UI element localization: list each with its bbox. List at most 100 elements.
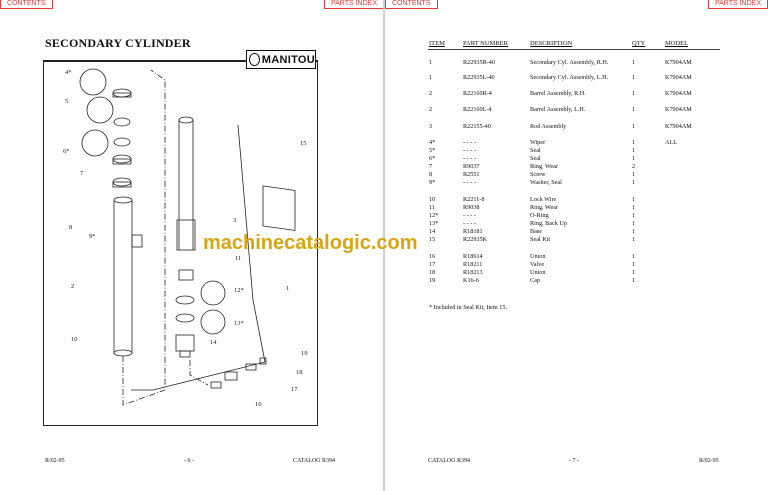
table-cell: Union [530, 253, 546, 260]
rod [175, 116, 226, 358]
table-cell: R9037 [463, 163, 480, 170]
table-cell: 2 [429, 90, 433, 97]
footer-rev: R/02-95 [45, 458, 65, 464]
exploded-diagram [79, 68, 296, 406]
callout-4-star: 4* [65, 69, 72, 76]
table-cell: Lock Wire [530, 196, 557, 203]
table-cell: 15 [429, 236, 436, 243]
table-cell: 1 [632, 253, 636, 260]
table-cell: Union [530, 269, 546, 276]
table-cell: 3 [429, 123, 433, 130]
table-cell: Secondary Cyl. Assembly, L.H. [530, 74, 609, 81]
table-cell: R22155-40 [463, 123, 491, 130]
table-cell: 1 [632, 147, 636, 154]
table-cell: Ring, Wear [530, 204, 558, 211]
table-cell: 1 [632, 220, 636, 227]
seal-kit-card [262, 185, 296, 231]
table-cell: Screw [530, 171, 546, 178]
table-cell: Wiper [530, 139, 546, 146]
callout-2: 2 [71, 283, 74, 290]
table-cell: R2211-8 [463, 196, 485, 203]
callout-19: 19 [301, 350, 308, 357]
table-cell: 1 [632, 236, 636, 243]
left-page: CONTENTS PARTS INDEX SECONDARY CYLINDER [0, 0, 384, 464]
header-rule [428, 49, 720, 50]
callout-7: 7 [80, 170, 84, 177]
callout-8: 8 [69, 224, 72, 231]
table-cell: 1 [632, 179, 636, 186]
table-cell: 8 [429, 171, 433, 178]
table-cell: R22935R-40 [463, 59, 495, 66]
table-cell: 1 [632, 139, 636, 146]
callout-17: 17 [291, 386, 298, 393]
parts-index-link[interactable]: PARTS INDEX [323, 0, 384, 9]
table-cell: R18211 [463, 261, 483, 268]
table-cell: 5* [429, 147, 436, 154]
table-cell: 14 [429, 228, 436, 235]
table-cell: K7904AM [665, 59, 692, 66]
table-cell: 18 [429, 269, 436, 276]
table-cell: 11 [429, 204, 435, 211]
seal-stack [79, 68, 132, 188]
column-header: ITEM [429, 40, 445, 47]
table-cell: K16-6 [463, 277, 479, 284]
table-cell: K7904AM [665, 106, 692, 113]
table-cell: 1 [632, 212, 636, 219]
table-cell: 1 [632, 90, 636, 97]
parts-index-link[interactable]: PARTS INDEX [707, 0, 768, 9]
table-cell: R22935K [463, 236, 488, 243]
table-cell: R22160R-4 [463, 90, 492, 97]
logo-emblem-icon [249, 53, 260, 66]
right-page: CONTENTS PARTS INDEX CATALOG R394 - 7 - … [385, 0, 768, 491]
callout-10: 10 [71, 336, 78, 343]
page-divider [383, 0, 385, 491]
table-cell: R22935L-40 [463, 74, 495, 81]
table-cell: 1 [429, 59, 433, 66]
table-cell: 7 [429, 163, 433, 170]
callout-5: 5 [65, 98, 68, 105]
table-cell: 1 [632, 106, 636, 113]
table-cell: Ring, Wear [530, 163, 558, 170]
callout-9-star: 9* [89, 233, 96, 240]
callout-14: 14 [210, 339, 217, 346]
table-cell: O-Ring [530, 212, 549, 219]
table-cell: 1 [632, 277, 636, 284]
table-cell: 1 [429, 74, 433, 81]
contents-link[interactable]: CONTENTS [385, 0, 438, 9]
table-cell: Secondary Cyl. Assembly, R.H. [530, 59, 609, 66]
table-cell: 12* [429, 212, 439, 219]
table-cell: R18181 [463, 228, 483, 235]
column-header: DESCRIPTION [530, 40, 573, 47]
table-cell: 1 [632, 74, 636, 81]
table-cell: 1 [632, 59, 636, 66]
manitou-logo: MANITOU [246, 50, 316, 69]
table-cell: Cap [530, 277, 540, 284]
table-cell: - - - - [463, 147, 476, 154]
page-title: SECONDARY CYLINDER [45, 36, 191, 50]
table-cell: 17 [429, 261, 436, 268]
callout-1: 1 [286, 285, 289, 292]
table-cell: K7904AM [665, 90, 692, 97]
footer-rev: R/02-95 [699, 458, 719, 464]
table-cell: Washer, Seal [530, 179, 562, 186]
table-cell: R2551 [463, 171, 480, 178]
table-cell: Ring, Back Up [530, 220, 567, 227]
footer-page: - 7 - [569, 458, 579, 464]
table-cell: 6* [429, 155, 436, 162]
logo-text: MANITOU [261, 53, 315, 66]
table-cell: Barrel Assembly, R.H. [530, 90, 586, 97]
table-cell: 1 [632, 228, 636, 235]
table-cell: K7904AM [665, 74, 692, 81]
contents-link[interactable]: CONTENTS [0, 0, 53, 9]
callout-3: 3 [233, 217, 236, 224]
table-cell: 1 [632, 196, 636, 203]
table-cell: 10 [429, 196, 436, 203]
table-cell: 2 [632, 163, 636, 170]
table-cell: 19 [429, 277, 436, 284]
table-cell: 16 [429, 253, 436, 260]
callout-13-star: 13* [234, 320, 244, 327]
table-cell: ALL [665, 139, 678, 146]
table-cell: - - - - [463, 212, 476, 219]
table-cell: Rod Assembly [530, 123, 567, 130]
